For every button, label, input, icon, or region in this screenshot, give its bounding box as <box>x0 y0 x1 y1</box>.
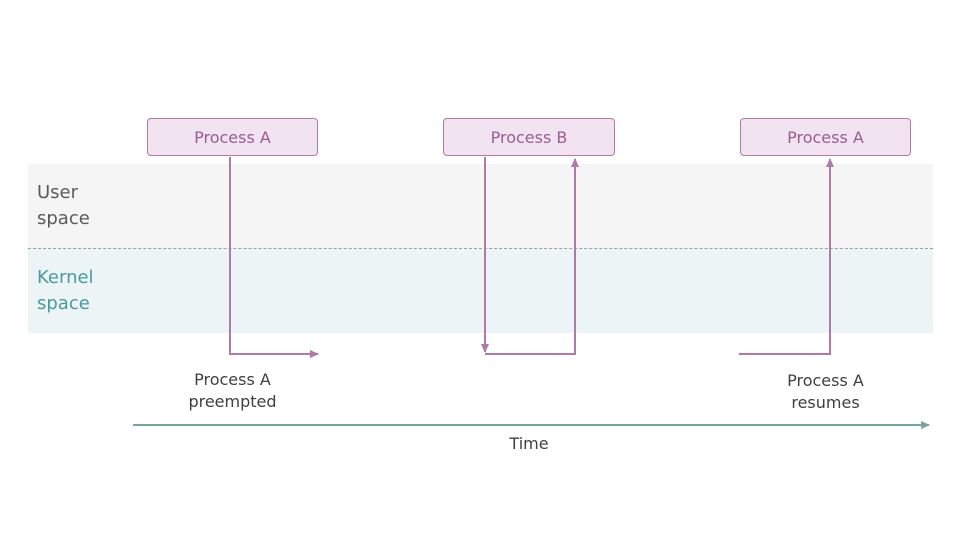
process-box-label: Process A <box>787 127 864 147</box>
preempted-caption: Process A preempted <box>188 370 277 411</box>
kernel-space-band <box>28 249 933 333</box>
process-box-label: Process B <box>490 127 568 147</box>
process-b-return-arrow <box>485 158 579 355</box>
kernel-space-label: Kernel space <box>37 267 94 314</box>
resume-arrow <box>739 158 834 355</box>
process-box-1: Process A <box>147 118 318 156</box>
process-box-label: Process A <box>194 127 271 147</box>
resumes-caption: Process A resumes <box>787 371 864 412</box>
user-space-band <box>28 164 933 249</box>
process-box-3: Process A <box>740 118 911 156</box>
time-axis-label: Time <box>509 434 549 453</box>
process-box-2: Process B <box>443 118 615 156</box>
preempt-arrow <box>229 157 319 358</box>
user-space-label: User space <box>37 182 90 229</box>
user-kernel-divider <box>28 248 933 249</box>
